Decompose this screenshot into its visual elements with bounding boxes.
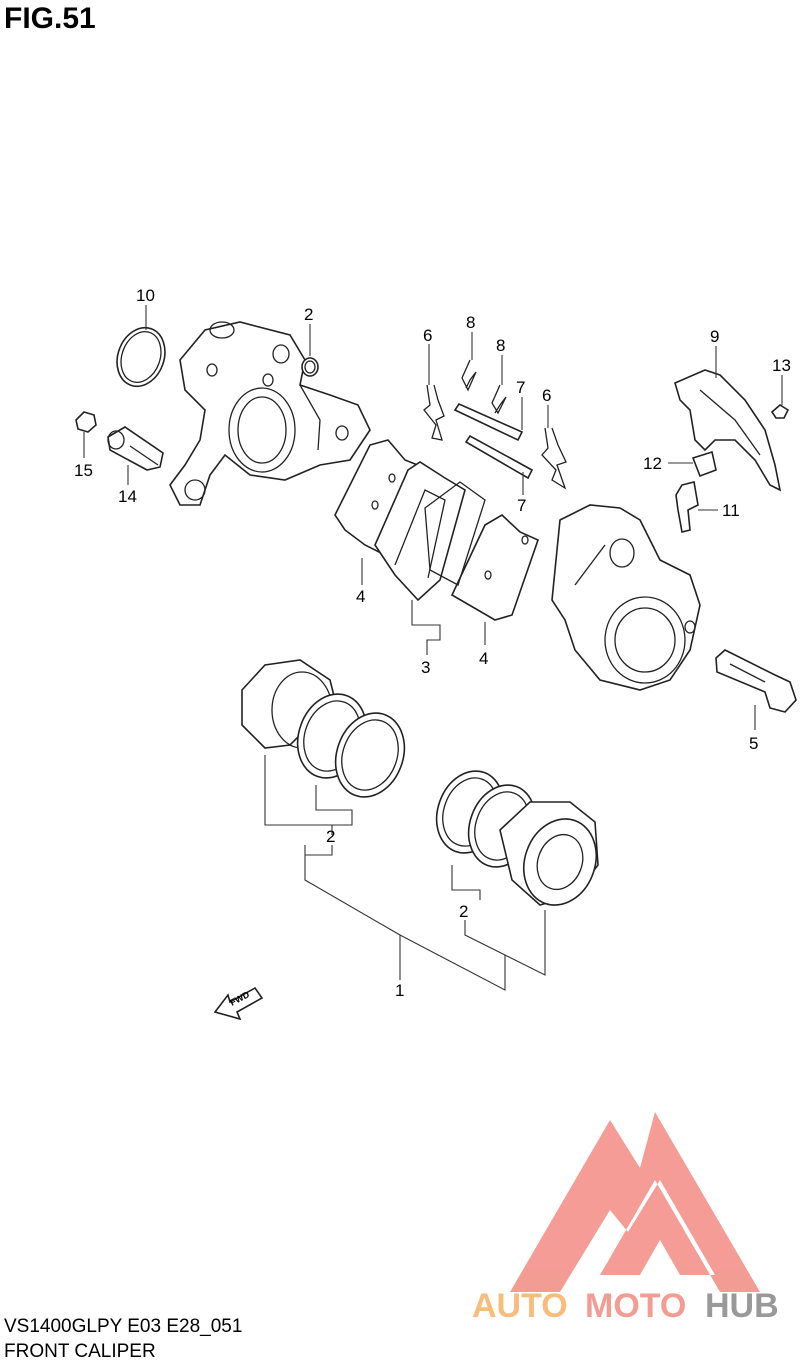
callout-3: 3 [421, 658, 430, 677]
callout-7-upper: 7 [516, 378, 525, 397]
part-bleeder-valve [675, 481, 699, 533]
part-pad-pin-upper [453, 402, 524, 442]
part-pad-spring-left [423, 384, 445, 441]
callout-2-left-seals: 2 [326, 827, 335, 846]
section-name: FRONT CALIPER [4, 1341, 156, 1362]
callout-12: 12 [643, 454, 662, 473]
callout-7-lower: 7 [517, 496, 526, 515]
part-o-ring-small [301, 357, 319, 377]
part-seal-left-outer [334, 712, 406, 798]
watermark-logo: AUTO MOTO HUB [472, 1112, 779, 1325]
part-pad-cover [674, 369, 782, 492]
part-cover-screw [770, 404, 790, 419]
part-cap [75, 411, 97, 433]
part-mounting-bolt [715, 649, 797, 713]
callout-8-right: 8 [496, 336, 505, 355]
callout-5: 5 [749, 734, 758, 753]
figure-title: FIG.51 [4, 2, 96, 35]
callout-13: 13 [772, 356, 791, 375]
callout-8-left: 8 [466, 313, 475, 332]
watermark-text-hub: HUB [705, 1287, 779, 1325]
part-pad-shim [374, 461, 466, 602]
callout-6-left: 6 [423, 326, 432, 345]
callout-2-oring: 2 [304, 305, 313, 324]
part-clip-right [491, 384, 507, 415]
watermark-triangle-icon [510, 1112, 760, 1292]
part-piston-right [499, 801, 599, 906]
part-brake-pad-rear [424, 481, 539, 621]
callout-11: 11 [722, 501, 740, 520]
watermark-text-auto: AUTO [472, 1287, 568, 1325]
callout-9: 9 [710, 327, 719, 346]
fwd-arrow-icon: FWD [213, 986, 264, 1021]
callout-4-front: 4 [356, 587, 365, 606]
callout-10: 10 [136, 286, 155, 305]
callout-6-right: 6 [542, 386, 551, 405]
part-pad-spring-right [541, 427, 567, 490]
callout-14: 14 [118, 487, 137, 506]
part-pad-pin-lower [464, 434, 534, 480]
watermark-text-moto: MOTO [585, 1287, 686, 1325]
part-caliper-housing [551, 504, 701, 691]
callout-1: 1 [395, 981, 404, 1000]
part-clip-left [461, 359, 477, 392]
part-o-ring-large [116, 326, 166, 388]
part-caliper-bracket [169, 321, 371, 506]
leader-lines [83, 305, 783, 991]
model-code: VS1400GLPY E03 E28_051 [4, 1316, 243, 1337]
part-bleeder-cap [691, 450, 717, 478]
part-slide-pin [107, 426, 164, 471]
callout-15: 15 [74, 461, 93, 480]
callout-4-rear: 4 [479, 649, 488, 668]
callout-2-right-seals: 2 [459, 902, 468, 921]
